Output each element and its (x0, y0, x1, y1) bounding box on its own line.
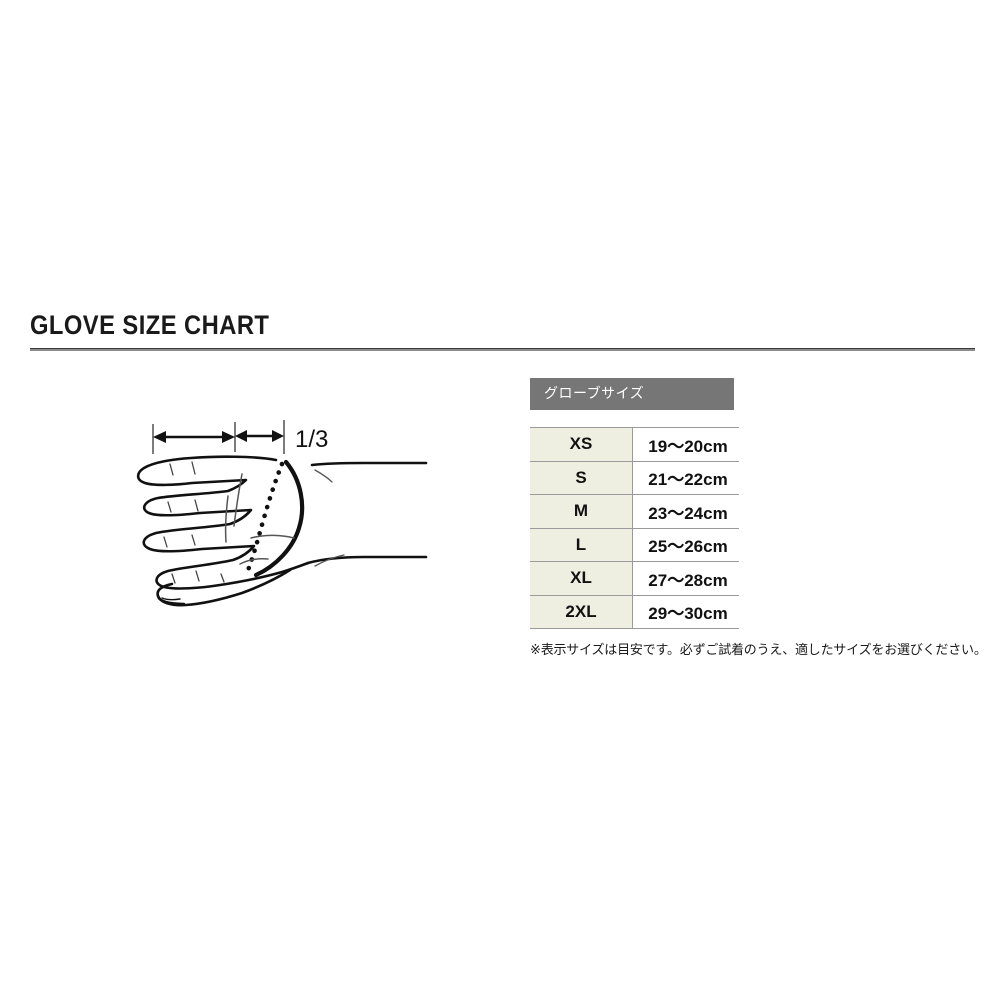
size-cell: L (530, 527, 633, 562)
range-cell: 29〜30cm (632, 594, 739, 629)
glove-size-table-panel: グローブサイズ XS 19〜20cm S 21〜22cm M 23〜24cm L… (530, 378, 987, 658)
title-divider-rule (30, 348, 975, 351)
range-cell: 23〜24cm (632, 494, 739, 529)
finger-crease-marks (163, 461, 225, 584)
table-footnote: ※表示サイズは目安です。必ずご試着のうえ、適したサイズをお選びください。 (530, 643, 987, 658)
palm-edge-curve (253, 459, 305, 578)
table-header-label: グローブサイズ (544, 386, 645, 402)
range-cell: 19〜20cm (632, 427, 739, 462)
palm-measurement-dotted-line (243, 461, 285, 578)
palm-crease-lines (224, 469, 345, 567)
fraction-label: 1/3 (295, 426, 328, 453)
hand-diagram-svg: 1/3 (136, 420, 428, 607)
table-row: S 21〜22cm (530, 460, 739, 495)
range-cell: 27〜28cm (632, 561, 739, 596)
table-row: 2XL 29〜30cm (530, 594, 739, 629)
hand-measurement-diagram: 1/3 (96, 418, 476, 653)
table-row: XS 19〜20cm (530, 427, 739, 462)
page-title: GLOVE SIZE CHART (30, 310, 270, 340)
size-cell: XL (530, 561, 633, 596)
table-header-bar: グローブサイズ (530, 378, 734, 410)
hand-outline (136, 455, 310, 590)
size-cell: 2XL (530, 594, 633, 629)
palm-arrow-head-left (153, 431, 166, 443)
range-cell: 21〜22cm (632, 460, 739, 495)
title-block: GLOVE SIZE CHART (30, 312, 975, 351)
size-cell: XS (530, 427, 633, 462)
third-arrow-head-right (272, 430, 284, 442)
wrist-lines (306, 461, 428, 565)
range-cell: 25〜26cm (632, 527, 739, 562)
size-cell: M (530, 494, 633, 529)
thumb-outline (156, 568, 292, 607)
size-cell: S (530, 460, 633, 495)
table-row: M 23〜24cm (530, 494, 739, 529)
third-arrow-head-left (235, 430, 247, 442)
table-row: L 25〜26cm (530, 527, 739, 562)
table-row: XL 27〜28cm (530, 561, 739, 596)
glove-size-table: XS 19〜20cm S 21〜22cm M 23〜24cm L 25〜26cm… (530, 427, 739, 629)
palm-arrow-head-right (222, 431, 235, 443)
